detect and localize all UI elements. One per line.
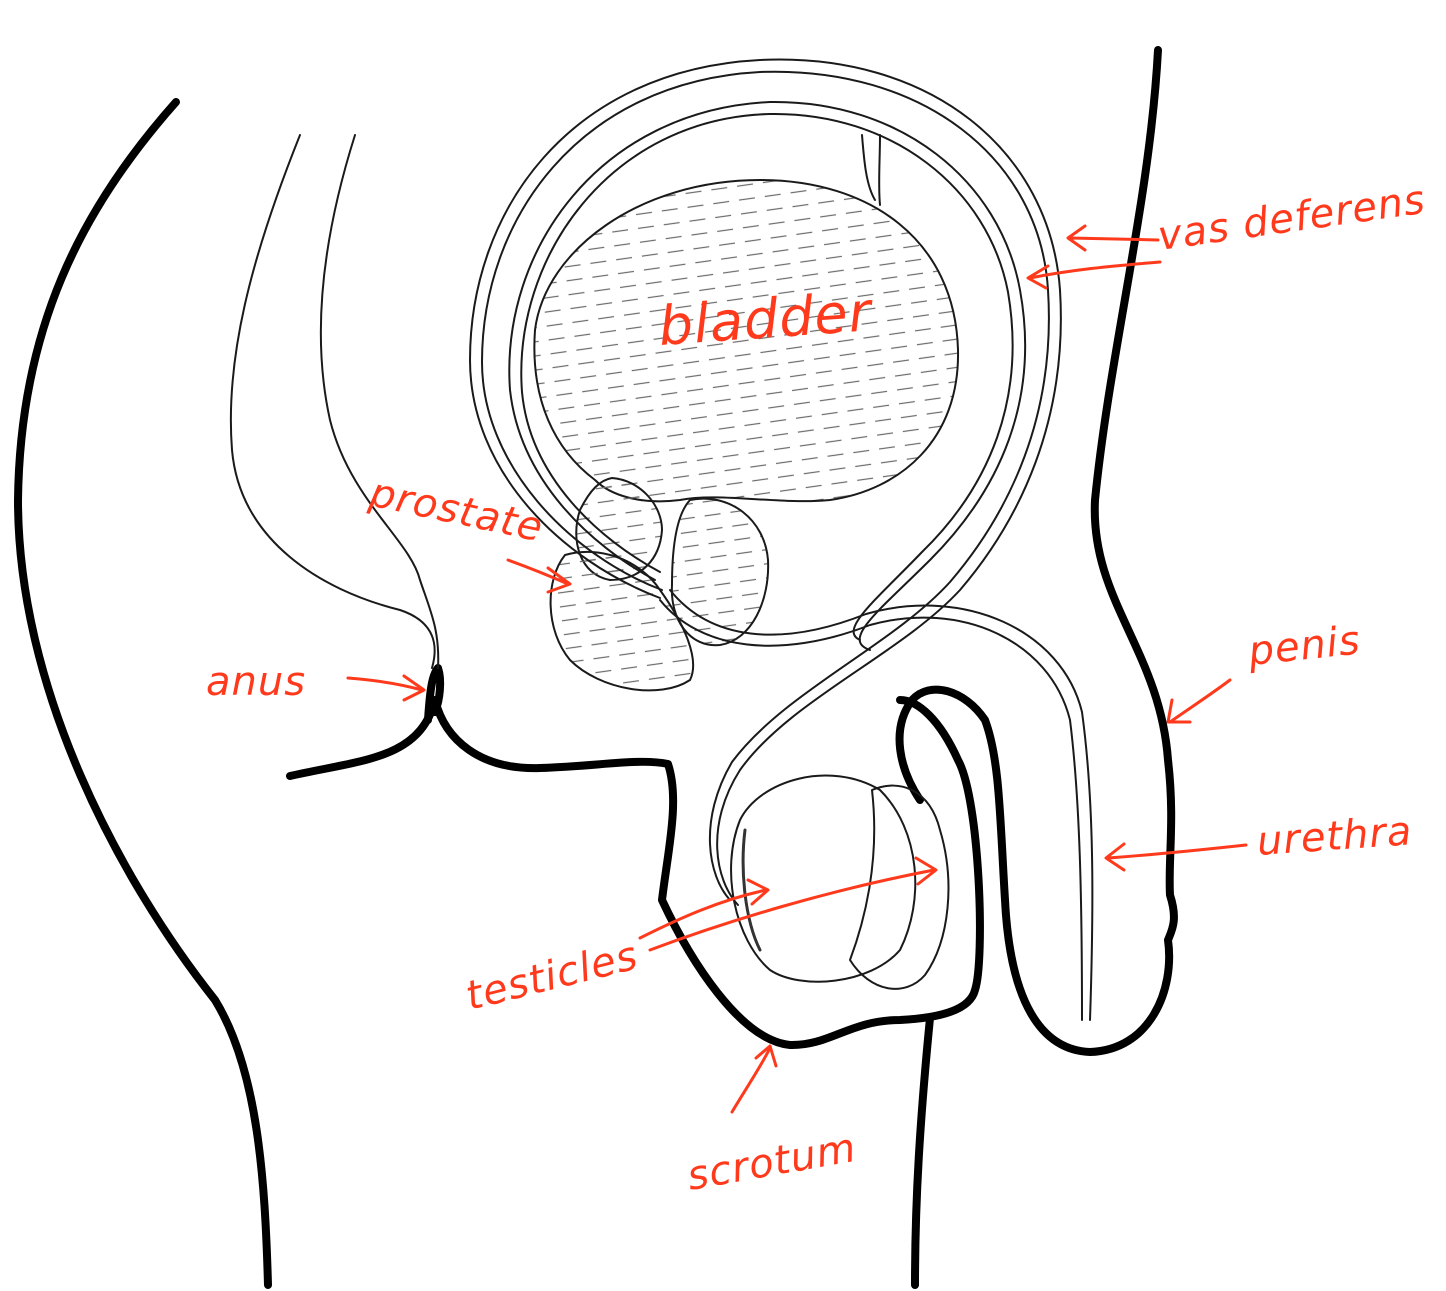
arrow-testicles-2 [650,858,936,950]
arrow-scrotum [732,1046,776,1112]
anus-outline [428,668,440,720]
rectum-wall-outer [231,135,435,668]
label-anus: anus [206,659,306,705]
thigh-outline [915,1018,930,1285]
arrow-penis [1168,680,1230,722]
arrow-anus [348,676,424,700]
label-testicles: testicles [461,933,642,1020]
label-urethra: urethra [1255,808,1413,865]
label-vas-deferens: vas deferens [1155,177,1428,260]
label-penis: penis [1245,617,1363,675]
label-prostate: prostate [365,470,547,552]
arrow-vas-deferens-upper [1068,226,1158,250]
perineum-scrotum-outline [290,700,980,1045]
urethra-upper [660,600,1082,1020]
label-scrotum: scrotum [684,1125,860,1200]
epididymis-shading [743,830,760,950]
labels: bladder vas deferens prostate anus penis… [206,177,1428,1200]
arrow-urethra [1106,844,1246,870]
ureter [862,135,875,200]
